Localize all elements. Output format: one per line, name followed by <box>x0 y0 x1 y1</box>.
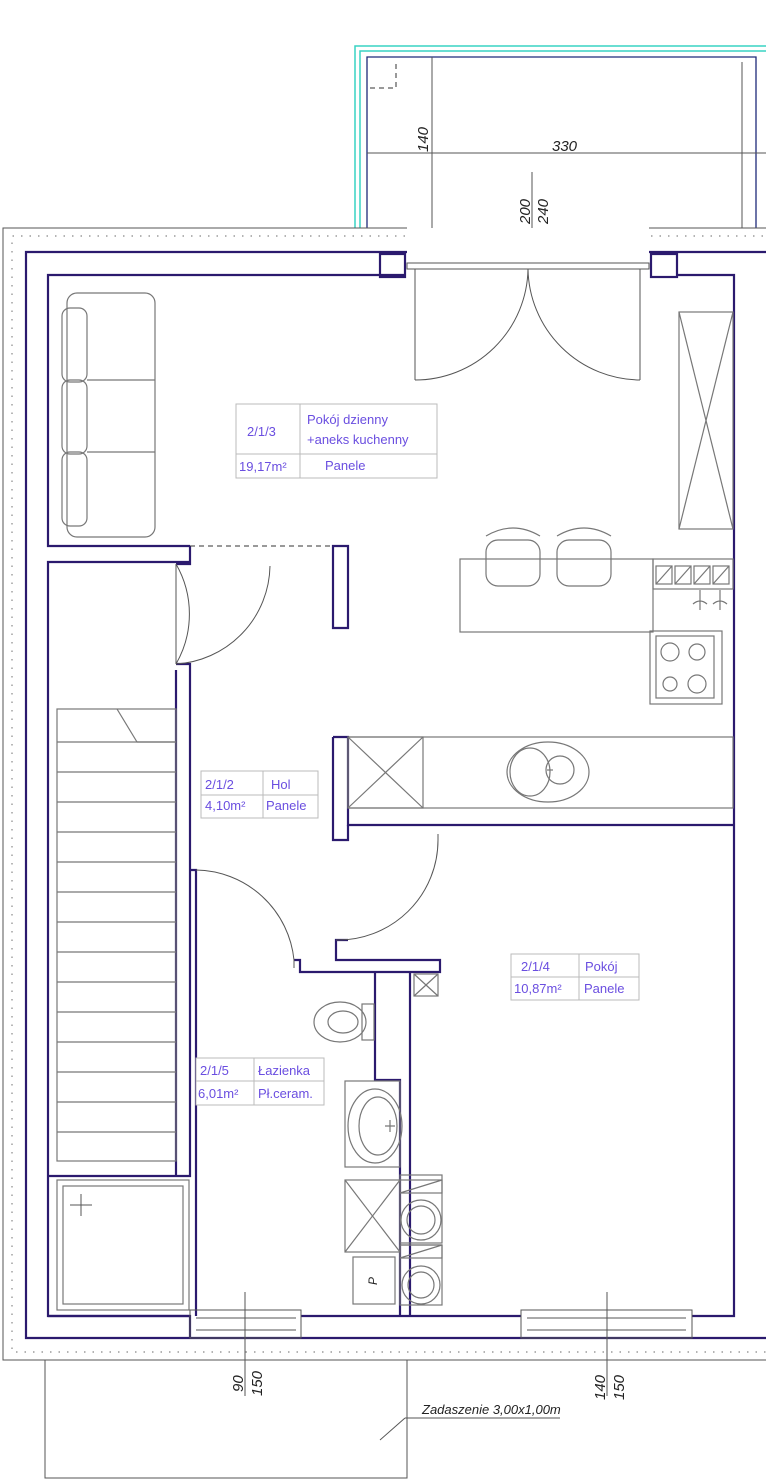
dim-door-width: 200 <box>517 198 534 225</box>
room-label-room: 2/1/4 Pokój 10,87m² Panele <box>510 953 640 1001</box>
room-id: 2/1/5 <box>200 1063 229 1078</box>
sofa <box>61 292 156 538</box>
room-area: 19,17m² <box>239 459 287 474</box>
dim-window-left-width: 90 <box>230 1375 247 1392</box>
room-floor: Panele <box>325 458 365 473</box>
room-label-living: 2/1/3 Pokój dzienny +aneks kuchenny 19,1… <box>235 403 438 479</box>
door-hall-living <box>175 563 271 665</box>
outer-outline <box>2 227 766 1361</box>
kitchen-counter <box>347 736 734 809</box>
room-area: 4,10m² <box>205 798 246 813</box>
dim-door-height: 240 <box>535 198 552 225</box>
tall-cabinet <box>678 311 734 530</box>
vent-shaft <box>413 973 439 997</box>
door-room <box>335 834 439 941</box>
room-name: Hol <box>271 777 291 792</box>
kitchen-island <box>459 527 654 633</box>
dim-window-right-width: 140 <box>592 1374 609 1400</box>
washing-machines <box>399 1174 443 1306</box>
room-floor: Panele <box>584 981 624 996</box>
canopy <box>44 1360 560 1479</box>
room-label-bathroom: 2/1/5 Łazienka 6,01m² Pł.ceram. <box>195 1057 325 1106</box>
room-area: 10,87m² <box>514 981 562 996</box>
dim-balcony-depth: 140 <box>415 126 432 152</box>
dimension-lines <box>244 1292 608 1396</box>
kitchen-drawers <box>652 558 734 610</box>
room-floor: Panele <box>266 798 306 813</box>
room-area: 6,01m² <box>198 1086 239 1101</box>
dim-window-right-height: 150 <box>611 1374 628 1400</box>
room-id: 2/1/2 <box>205 777 234 792</box>
balcony-door <box>406 262 650 381</box>
room-id: 2/1/4 <box>521 959 550 974</box>
shower <box>56 1179 190 1311</box>
room-name: Łazienka <box>258 1063 311 1078</box>
dim-window-left-height: 150 <box>249 1370 266 1396</box>
room-id: 2/1/3 <box>247 424 276 439</box>
canopy-note: Zadaszenie 3,00x1,00m <box>421 1402 561 1417</box>
toilet <box>313 1001 375 1043</box>
room-name: Pokój <box>585 959 618 974</box>
washer-label: P <box>366 1277 380 1285</box>
door-bathroom <box>195 869 295 968</box>
room-name: Pokój dzienny <box>307 412 388 427</box>
interior-walls <box>48 544 734 1316</box>
room-floor: Pł.ceram. <box>258 1086 313 1101</box>
balcony <box>354 45 766 228</box>
room-name-2: +aneks kuchenny <box>307 432 409 447</box>
stairs <box>56 708 177 1162</box>
exterior-walls <box>24 250 766 1340</box>
room-label-hall: 2/1/2 Hol 4,10m² Panele <box>200 770 319 819</box>
wash-basin <box>344 1080 403 1168</box>
stove <box>649 630 723 705</box>
dim-balcony-width: 330 <box>552 138 578 155</box>
